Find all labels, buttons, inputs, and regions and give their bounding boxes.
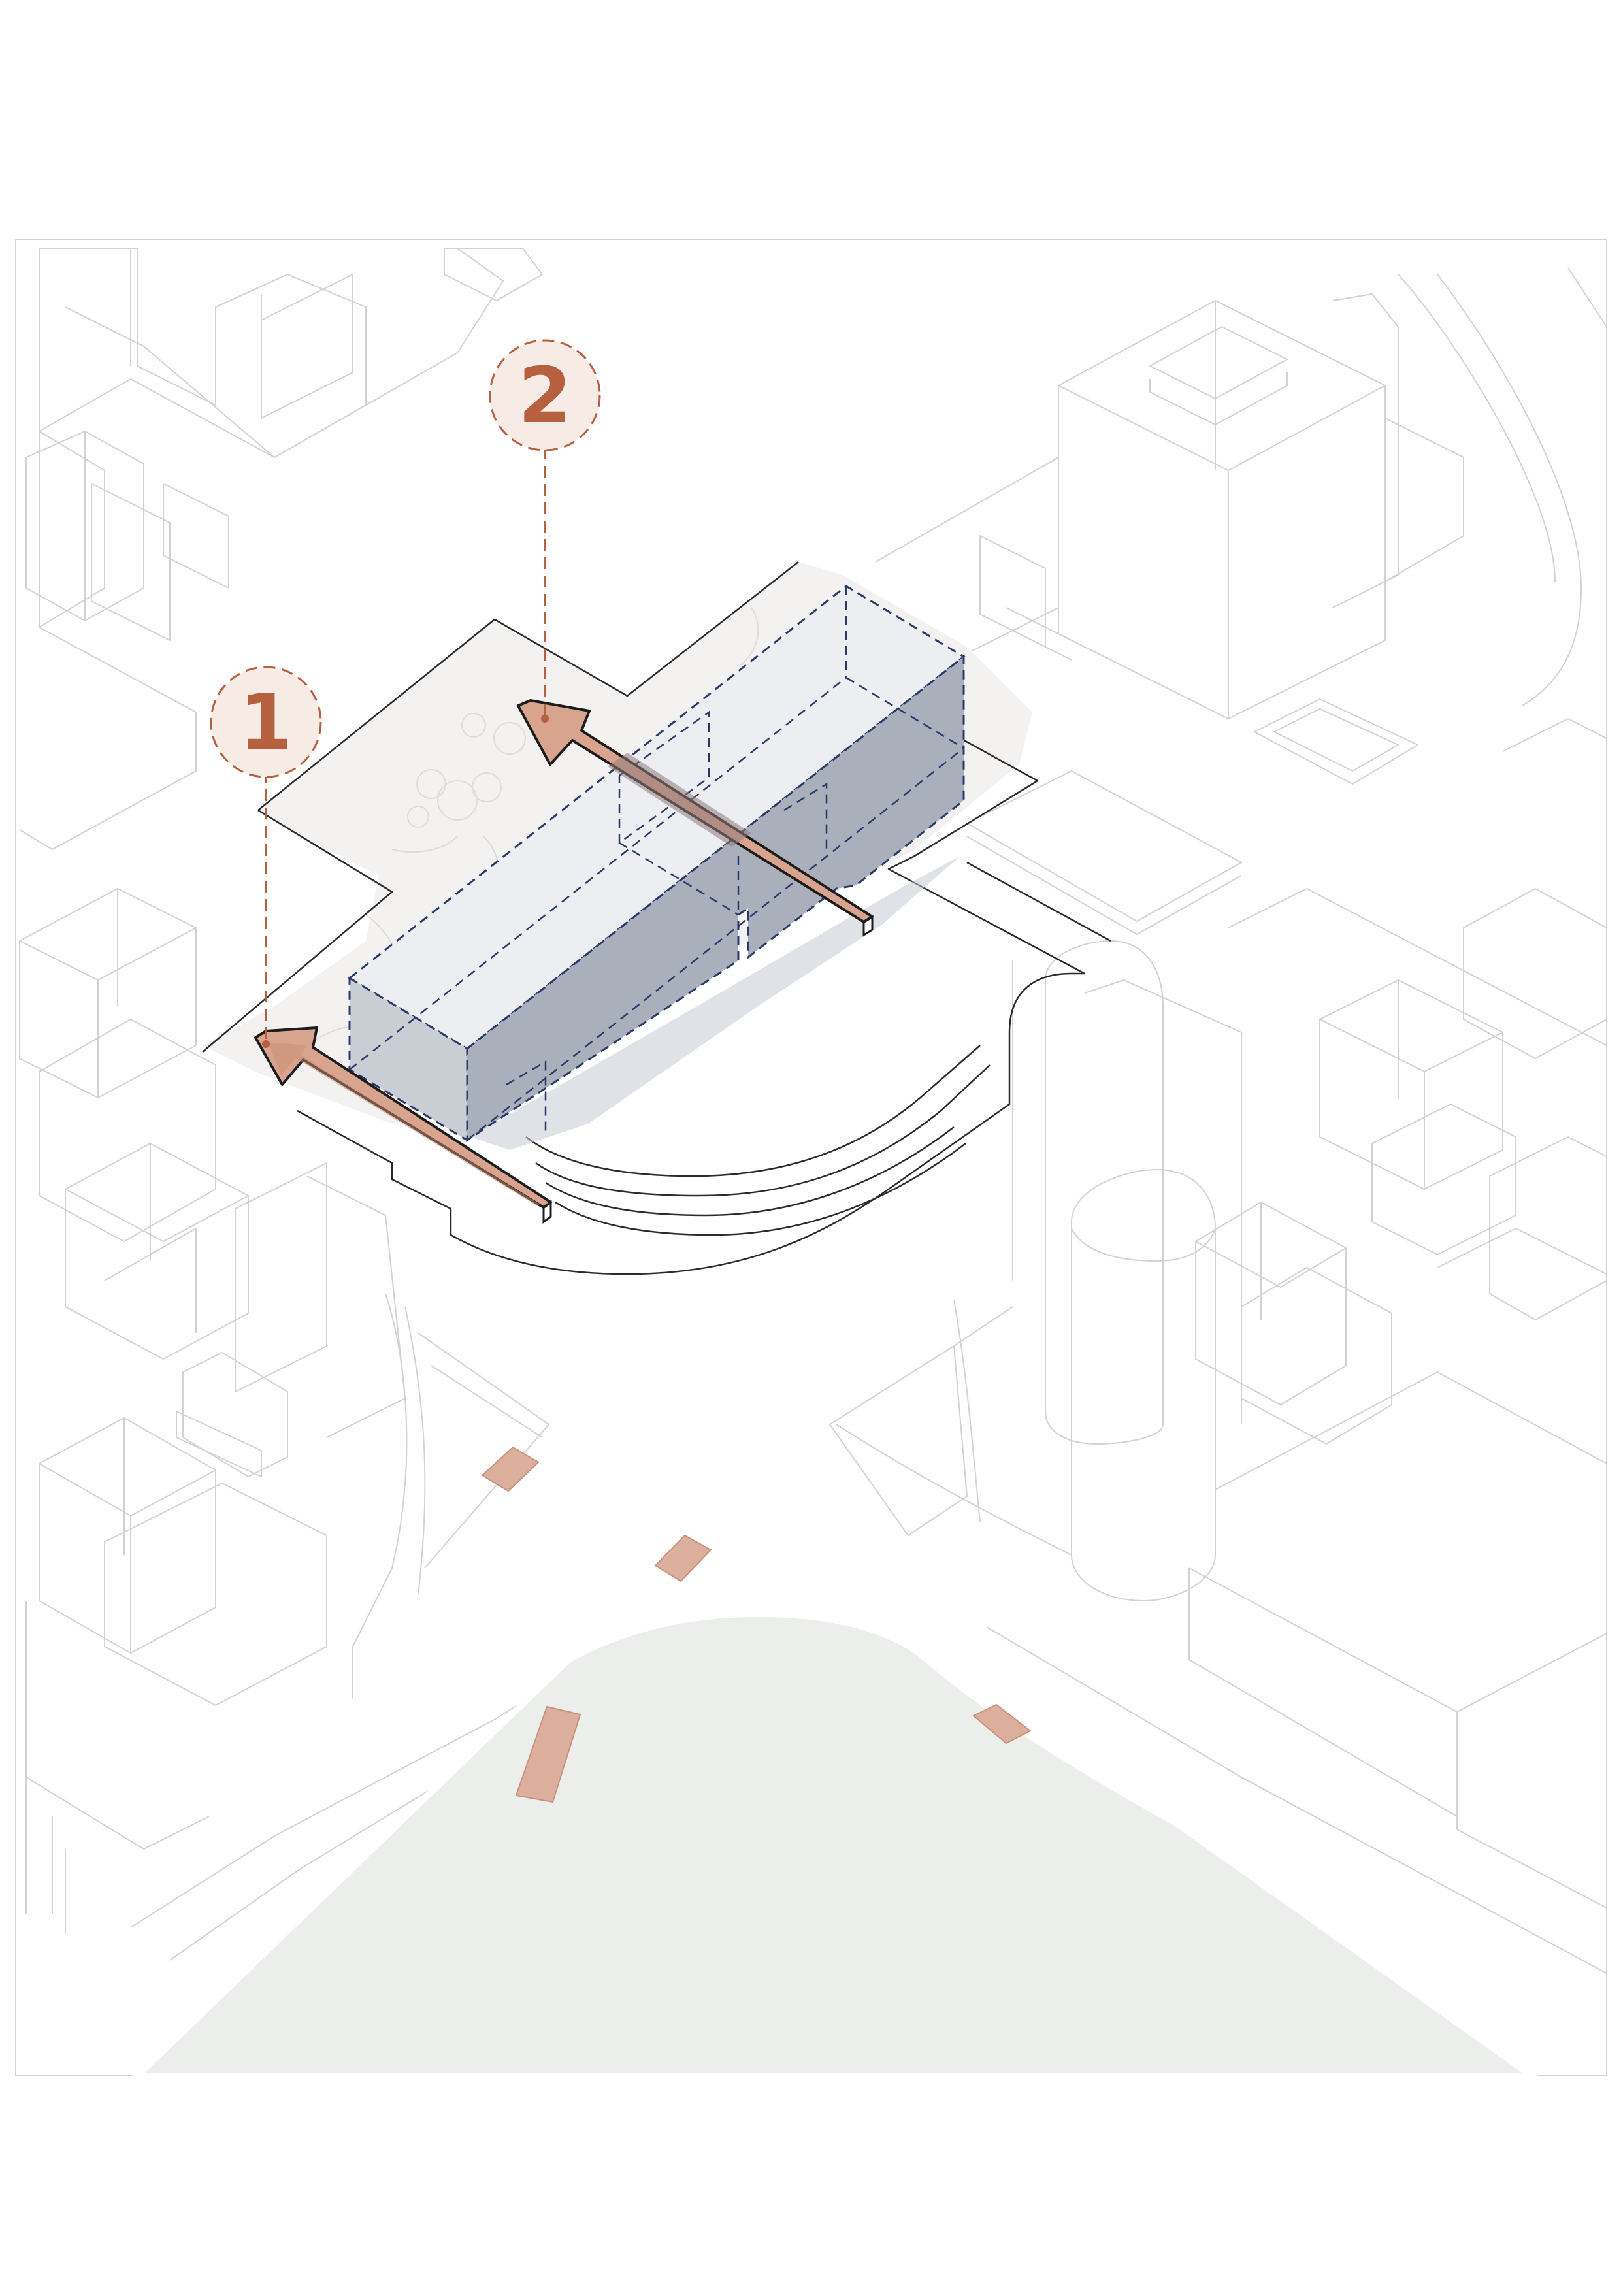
marker-1-circle — [210, 666, 322, 778]
arrow-2 — [517, 699, 874, 937]
proposed-building — [348, 585, 966, 1150]
context-buildings — [19, 248, 1607, 1974]
marker-2-anchor-dot — [541, 715, 549, 723]
arrow-1 — [254, 1026, 552, 1224]
marker-2: 2 — [489, 339, 601, 723]
green-space — [129, 1610, 1543, 2079]
road-block — [515, 1705, 581, 1803]
building-side-face — [466, 654, 965, 1142]
arrow-2-overlap-dark — [608, 753, 751, 847]
building-shadow — [470, 856, 960, 1150]
arrow-1-body — [254, 1026, 552, 1209]
road-block — [654, 1534, 712, 1583]
marker-1-label: 1 — [239, 677, 293, 767]
road-block — [972, 1703, 1032, 1745]
marker-2-label: 2 — [518, 350, 572, 440]
marker-2-circle — [489, 339, 601, 451]
marker-1: 1 — [210, 666, 322, 1048]
road-blocks — [481, 1446, 1032, 1803]
arrow-1-highlight — [268, 1042, 540, 1206]
road-block — [481, 1446, 540, 1492]
building-hidden-edges — [349, 586, 964, 1141]
marker-1-anchor-dot — [262, 1040, 270, 1048]
